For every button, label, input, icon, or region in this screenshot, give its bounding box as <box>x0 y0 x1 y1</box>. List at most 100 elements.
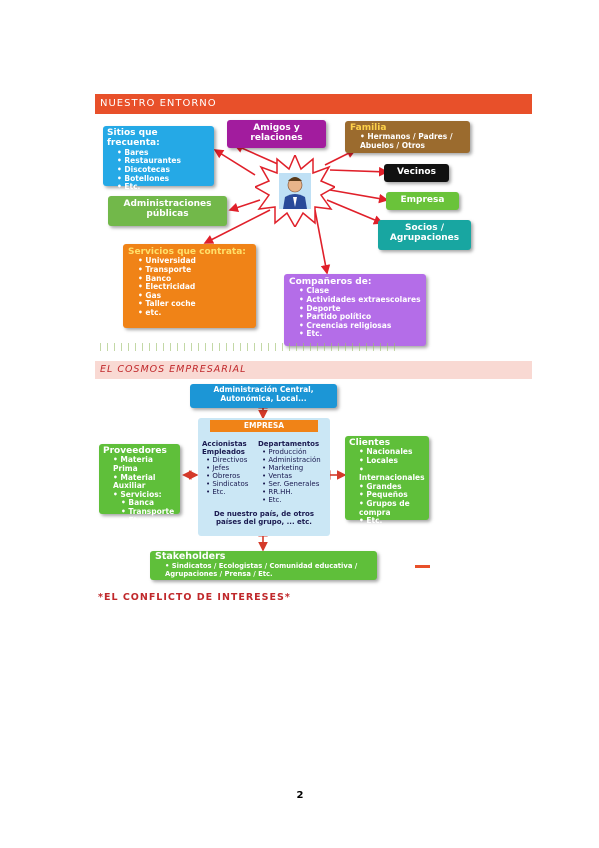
list-item: Creencias religiosas <box>299 321 421 331</box>
list-item: Etc. <box>121 516 176 526</box>
list-item: Electricidad <box>138 283 251 292</box>
box-title: Servicios que contrata: <box>128 247 246 257</box>
section-header-nuestro-entorno: NUESTRO ENTORNO <box>95 94 532 114</box>
box-title: Empresa <box>400 195 445 205</box>
section-title-conflicto: *EL CONFLICTO DE INTERESES* <box>98 592 291 603</box>
box-list: Sindicatos / Ecologistas / Comunidad edu… <box>155 562 372 579</box>
list-item: Restaurantes <box>117 157 210 166</box>
list-item: Partido político <box>299 313 421 322</box>
box-servicios-contrata: Servicios que contrata: Universidad Tran… <box>123 244 256 328</box>
list-item: Grupos de compra <box>359 499 425 517</box>
box-proveedores: Proveedores Materia Prima Material Auxil… <box>99 444 180 524</box>
list-item: Locales <box>359 456 425 466</box>
accionistas-column: Accionistas Empleados Directivos Jefes O… <box>202 440 260 496</box>
box-title: Sitios que frecuenta: <box>107 128 160 149</box>
list-item: etc. <box>138 308 251 318</box>
orange-dash <box>415 565 430 568</box>
list-item: Etc. <box>206 488 260 496</box>
box-vecinos: Vecinos <box>384 164 449 182</box>
grass-decoration <box>100 343 400 351</box>
box-administraciones-publicas: Administraciones públicas <box>108 196 227 226</box>
list-item: Taller coche <box>138 300 251 309</box>
list-item: RR.HH. <box>262 488 330 496</box>
list-item: Banco <box>138 274 251 284</box>
empresa-label-text: EMPRESA <box>243 421 285 430</box>
list-item: Pequeños <box>359 491 425 500</box>
box-title: Administraciones públicas <box>123 199 212 220</box>
section-header-cosmos: EL COSMOS EMPRESARIAL <box>95 361 532 379</box>
box-title: Vecinos <box>397 167 436 177</box>
page-number: 2 <box>296 790 304 801</box>
list-item: Nacionales <box>359 448 425 457</box>
box-title: Amigos y relaciones <box>250 123 303 144</box>
list-item: Botellones <box>117 174 210 184</box>
box-title: Clientes <box>349 438 391 448</box>
box-companeros: Compañeros de: Clase Actividades extraes… <box>284 274 426 346</box>
box-list: Bares Restaurantes Discotecas Botellones… <box>107 148 210 192</box>
list-item: Sindicatos / Ecologistas / Comunidad edu… <box>165 562 372 579</box>
section-title: NUESTRO ENTORNO <box>100 98 217 109</box>
list-item: Discotecas <box>117 165 210 175</box>
box-sublist: Banca Transporte Etc. <box>103 499 176 525</box>
accionistas-title: Accionistas <box>202 440 247 448</box>
box-amigos-relaciones: Amigos y relaciones <box>227 120 326 148</box>
list-item: Sindicatos <box>206 480 260 488</box>
empresa-footer: De nuestro país, de otros países del gru… <box>213 510 315 527</box>
list-item: Universidad <box>138 257 251 266</box>
box-title: Familia <box>350 123 387 133</box>
box-title: Compañeros de: <box>289 277 372 287</box>
accionistas-list: Directivos Jefes Obreros Sindicatos Etc. <box>202 456 260 496</box>
list-item: Transporte <box>138 265 251 275</box>
box-stakeholders: Stakeholders Sindicatos / Ecologistas / … <box>150 551 377 580</box>
list-item: Materia Prima <box>113 455 176 473</box>
box-title: Socios / Agrupaciones <box>389 223 460 244</box>
box-list: Materia Prima Material Auxiliar Servicio… <box>103 455 176 500</box>
list-item: Actividades extraescolares <box>299 295 421 305</box>
box-clientes: Clientes Nacionales Locales Internaciona… <box>345 436 429 525</box>
diagram-arrows-cosmos <box>182 399 347 552</box>
list-item: Directivos <box>206 456 260 464</box>
section-title: EL COSMOS EMPRESARIAL <box>100 364 247 375</box>
list-item: Clase <box>299 287 421 296</box>
list-item: Etc. <box>117 183 210 192</box>
list-item: Material Auxiliar <box>113 473 176 491</box>
box-list: Hermanos / Padres / Abuelos / Otros <box>350 132 465 150</box>
box-sitios-frecuenta: Sitios que frecuenta: Bares Restaurantes… <box>103 126 214 191</box>
list-item: Deporte <box>299 304 421 314</box>
departamentos-column: Departamentos Producción Administración … <box>258 440 330 504</box>
box-title: Administración Central, Autonómica, Loca… <box>213 385 314 403</box>
box-administracion-central: Administración Central, Autonómica, Loca… <box>190 384 337 408</box>
list-item: Transporte <box>121 507 176 517</box>
list-item: Gas <box>138 291 251 301</box>
list-item: Etc. <box>262 496 330 504</box>
list-item: Servicios: <box>113 490 176 500</box>
person-starburst <box>255 155 335 227</box>
box-list: Universidad Transporte Banco Electricida… <box>128 257 251 317</box>
box-title: Proveedores <box>103 446 167 456</box>
box-empresa: Empresa <box>386 192 459 210</box>
list-item: Hermanos / Padres / Abuelos / Otros <box>360 132 465 150</box>
list-item: Etc. <box>359 517 425 526</box>
list-item: Bares <box>117 148 210 158</box>
box-familia: Familia Hermanos / Padres / Abuelos / Ot… <box>345 121 470 153</box>
box-title: Stakeholders <box>155 551 226 562</box>
list-item: Producción <box>262 448 330 456</box>
departamentos-list: Producción Administración Marketing Vent… <box>258 448 330 504</box>
list-item: Ventas <box>262 472 330 480</box>
box-list: Clase Actividades extraescolares Deporte… <box>289 287 421 339</box>
box-empresa-central: EMPRESA Accionistas Empleados Directivos… <box>198 418 330 536</box>
list-item: Administración <box>262 456 330 464</box>
list-item: Grandes <box>359 482 425 492</box>
list-item: Jefes <box>206 464 260 472</box>
box-list: Nacionales Locales Internacionales Grand… <box>349 448 425 526</box>
list-item: Etc. <box>299 330 421 339</box>
empleados-title: Empleados <box>202 448 245 457</box>
list-item: Banca <box>121 499 176 508</box>
diagram-arrows-entorno <box>203 143 389 275</box>
list-item: Marketing <box>262 464 330 472</box>
list-item: Internacionales <box>359 466 425 483</box>
box-socios-agrupaciones: Socios / Agrupaciones <box>378 220 471 250</box>
list-item: Obreros <box>206 472 260 480</box>
list-item: Ser. Generales <box>262 480 330 488</box>
departamentos-title: Departamentos <box>258 440 320 448</box>
